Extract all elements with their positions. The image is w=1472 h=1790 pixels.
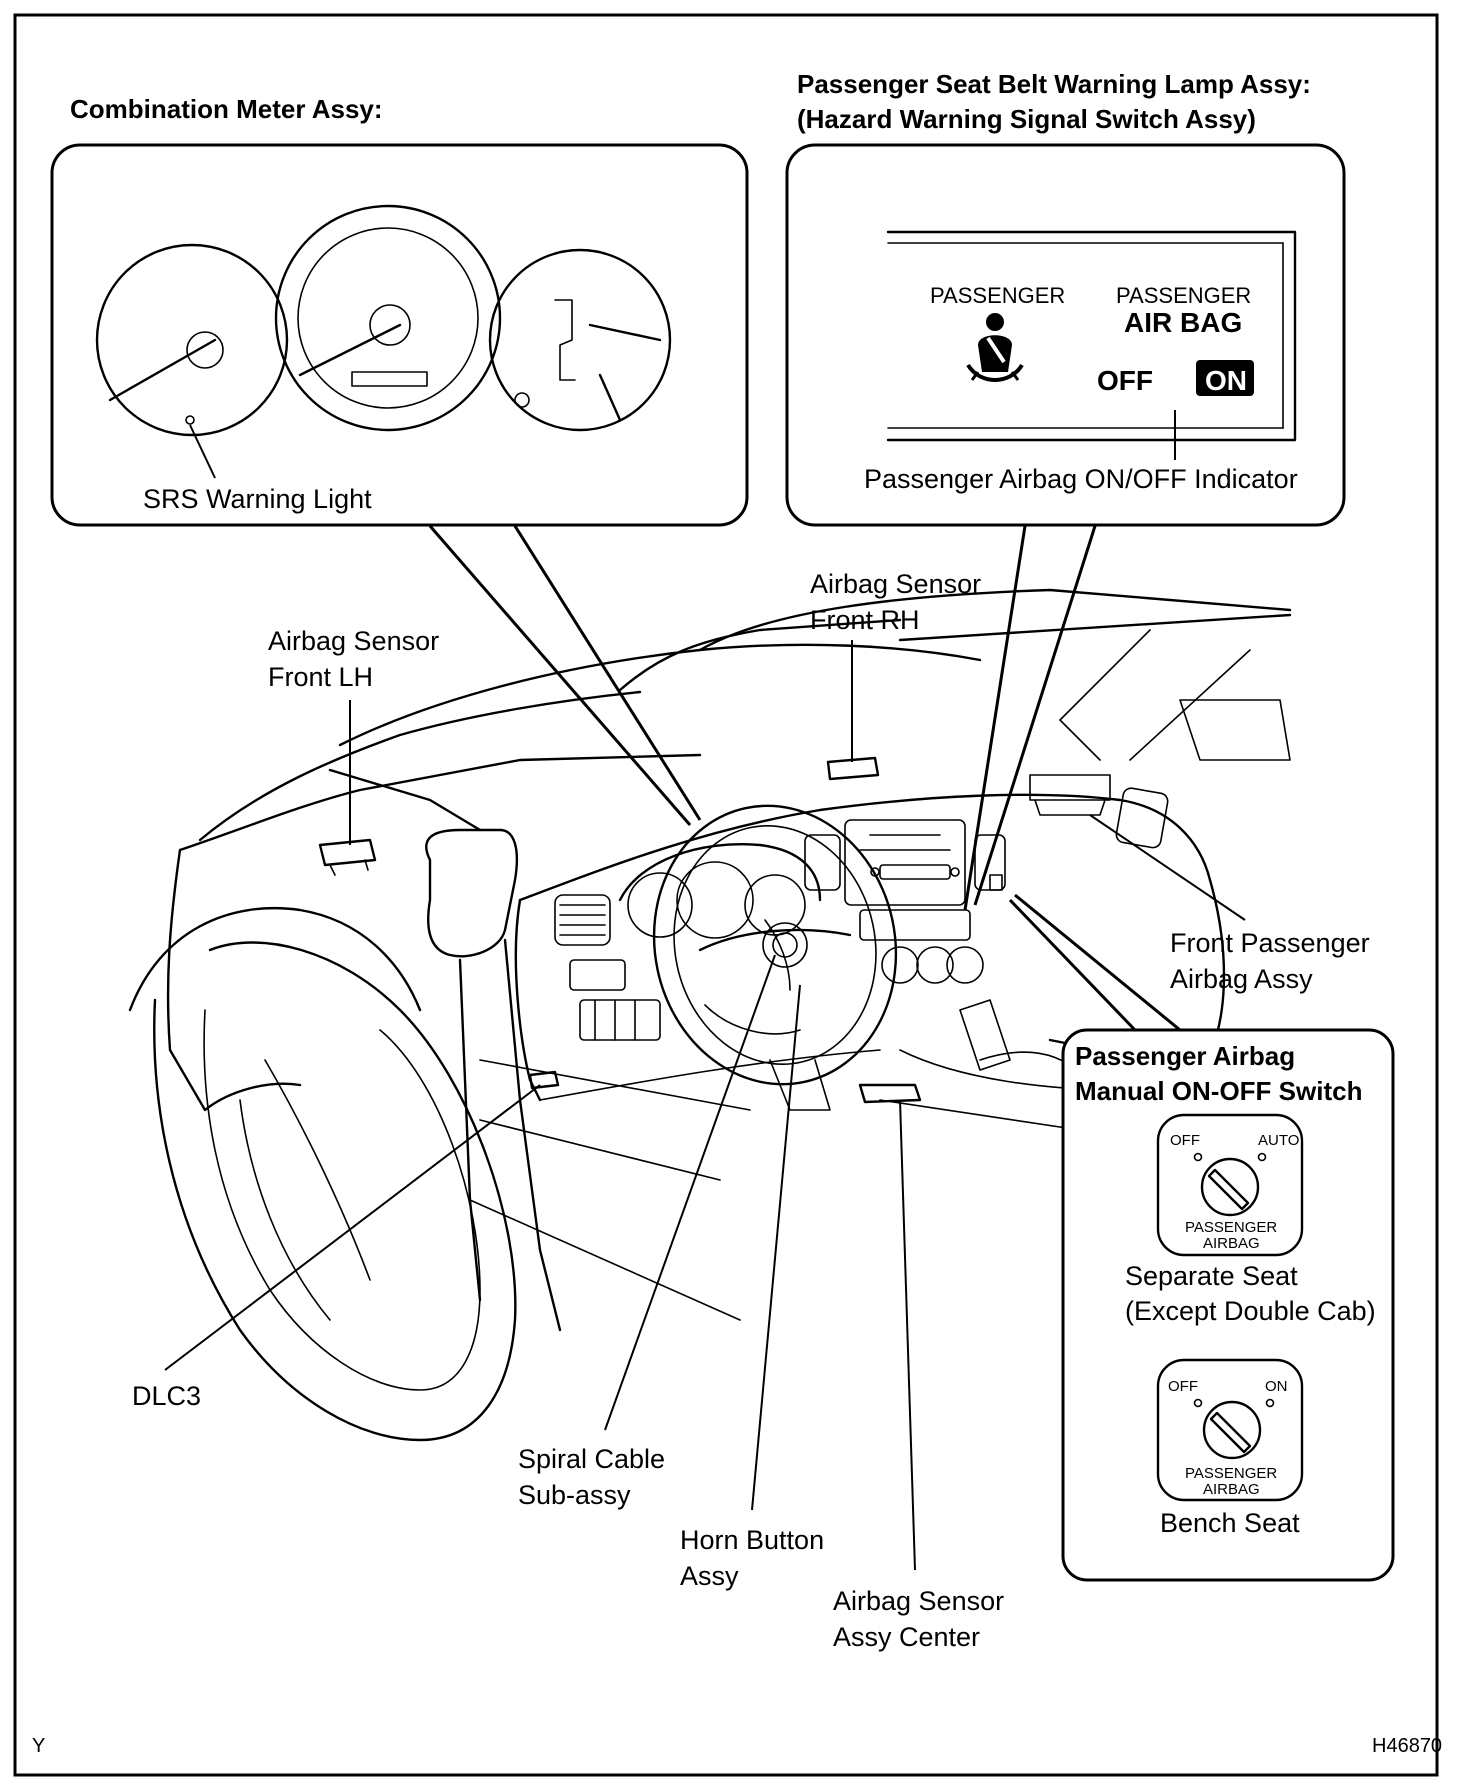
sensor-center-label-1: Airbag Sensor	[833, 1586, 1004, 1616]
airbag-text-line2: AIR BAG	[1124, 307, 1242, 338]
separate-seat-switch: OFF AUTO PASSENGER AIRBAG	[1156, 1113, 1304, 1257]
horn-button-label-1: Horn Button	[680, 1525, 824, 1555]
sensor-front-rh-label-1: Airbag Sensor	[810, 569, 981, 599]
horn-button-label-2: Assy	[680, 1561, 739, 1591]
svg-text:OFF: OFF	[1170, 1132, 1200, 1149]
gauge-cluster	[95, 204, 672, 437]
seat-belt-icon	[966, 313, 1024, 382]
passenger-text: PASSENGER	[930, 283, 1065, 308]
spiral-cable-label-1: Spiral Cable	[518, 1444, 665, 1474]
sensor-front-rh-label-2: Front RH	[810, 605, 920, 635]
separate-seat-label: Separate Seat	[1125, 1261, 1298, 1291]
spiral-cable-label-2: Sub-assy	[518, 1480, 631, 1510]
seat-belt-lamp-callout: Passenger Seat Belt Warning Lamp Assy: (…	[785, 69, 1346, 911]
indicator-on-badge	[1196, 360, 1254, 396]
dlc3-label: DLC3	[132, 1381, 201, 1411]
corner-left-mark: Y	[32, 1735, 45, 1757]
svg-text:ON: ON	[1265, 1378, 1288, 1395]
combination-meter-title: Combination Meter Assy:	[70, 94, 383, 124]
airbag-text-line1: PASSENGER	[1116, 283, 1251, 308]
indicator-off-text: OFF	[1097, 365, 1153, 396]
manual-switch-callout: Passenger Airbag Manual ON-OFF Switch OF…	[1008, 893, 1395, 1582]
seat-belt-lamp-title-line1: Passenger Seat Belt Warning Lamp Assy:	[797, 69, 1311, 99]
corner-right-mark: H46870	[1372, 1735, 1442, 1757]
outer-frame	[13, 13, 1439, 1777]
bench-seat-label: Bench Seat	[1160, 1508, 1300, 1538]
indicator-on-text: ON	[1205, 365, 1247, 396]
combination-meter-callout: Combination Meter Assy: SRS Warning Ligh…	[50, 94, 749, 826]
svg-text:AIRBAG: AIRBAG	[1203, 1235, 1260, 1252]
svg-text:AIRBAG: AIRBAG	[1203, 1481, 1260, 1498]
svg-text:AUTO: AUTO	[1258, 1132, 1299, 1149]
sensor-center-label-2: Assy Center	[833, 1622, 980, 1652]
sensor-front-lh-label-2: Front LH	[268, 662, 373, 692]
component-labels: Airbag Sensor Front LH Airbag Sensor Fro…	[132, 569, 1370, 1652]
front-passenger-airbag-label-1: Front Passenger	[1170, 928, 1370, 958]
manual-switch-title-line1: Passenger Airbag	[1075, 1041, 1295, 1071]
indicator-label: Passenger Airbag ON/OFF Indicator	[864, 464, 1298, 494]
svg-text:PASSENGER: PASSENGER	[1185, 1465, 1277, 1482]
srs-warning-light-label: SRS Warning Light	[143, 484, 372, 514]
manual-switch-title-line2: Manual ON-OFF Switch	[1075, 1076, 1362, 1106]
vehicle-drawing	[128, 588, 1292, 1442]
sensor-front-lh-label-1: Airbag Sensor	[268, 626, 439, 656]
separate-seat-sublabel: (Except Double Cab)	[1125, 1296, 1376, 1326]
bench-seat-switch: OFF ON PASSENGER AIRBAG	[1156, 1358, 1304, 1502]
front-passenger-airbag-label-2: Airbag Assy	[1170, 964, 1313, 994]
svg-text:OFF: OFF	[1168, 1378, 1198, 1395]
seat-belt-lamp-title-line2: (Hazard Warning Signal Switch Assy)	[797, 104, 1256, 134]
svg-text:PASSENGER: PASSENGER	[1185, 1219, 1277, 1236]
